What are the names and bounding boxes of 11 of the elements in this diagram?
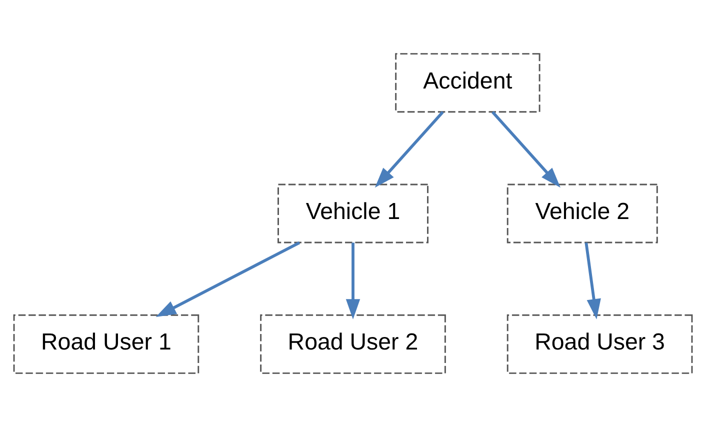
arrow [156,240,300,317]
node-box: Vehicle 1 [278,183,428,243]
arrow [346,242,360,319]
arrow [492,110,560,188]
node-box: Road User 1 [13,314,200,374]
node-box: Vehicle 2 [506,183,658,243]
node-box: Road User 3 [506,314,693,374]
node-box: Road User 2 [260,314,446,374]
node-box: Accident [395,52,540,112]
arrow [584,242,601,319]
arrow [374,110,444,188]
